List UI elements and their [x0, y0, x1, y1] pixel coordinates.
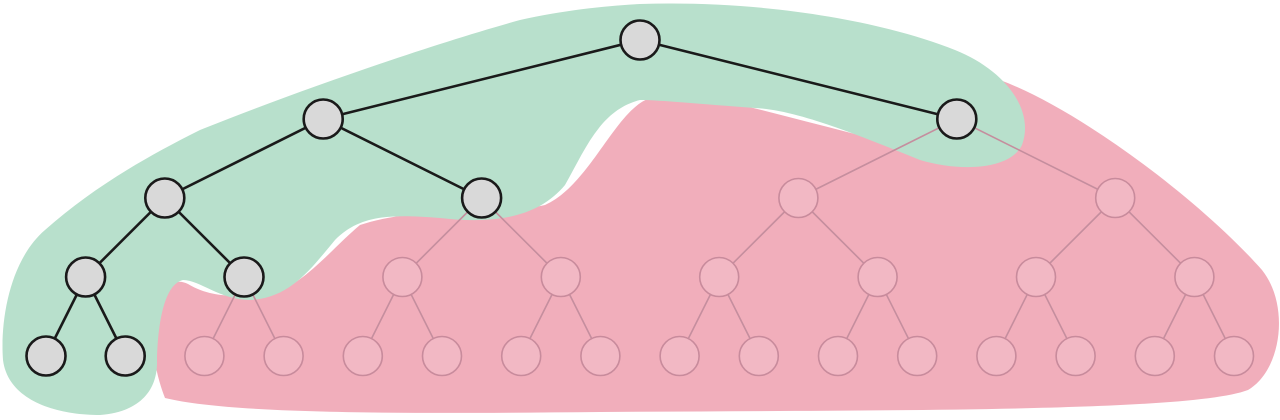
- faded-node-n18: [263, 335, 304, 377]
- faded-node-n26: [896, 335, 938, 377]
- faded-edge-n2-n6: [955, 118, 1116, 199]
- active-edge-n1-n3: [163, 117, 325, 200]
- active-node-n3: [144, 177, 186, 219]
- pink-region: [153, 80, 1279, 413]
- faded-node-n29: [1134, 335, 1176, 377]
- active-node-n1: [302, 98, 345, 140]
- faded-node-n17: [184, 335, 225, 377]
- faded-node-n22: [580, 335, 621, 377]
- active-node-n7: [64, 256, 107, 298]
- faded-node-n30: [1213, 335, 1255, 377]
- active-node-n0: [619, 19, 661, 61]
- active-edge-n0-n2: [638, 38, 959, 121]
- active-edge-n1-n4: [321, 117, 483, 200]
- faded-node-n10: [540, 256, 582, 298]
- faded-node-n25: [817, 335, 859, 377]
- faded-node-n20: [421, 335, 463, 377]
- faded-node-n24: [738, 335, 780, 377]
- faded-node-n13: [1015, 256, 1057, 298]
- faded-node-n21: [500, 335, 542, 377]
- green-region: [2, 3, 1026, 416]
- faded-node-n27: [976, 335, 1017, 377]
- active-node-n8: [223, 256, 265, 298]
- active-edge-n0-n1: [321, 38, 642, 121]
- active-node-n15: [25, 335, 67, 377]
- faded-node-n28: [1055, 335, 1096, 377]
- active-edges-layer: [44, 38, 959, 358]
- faded-node-n14: [1174, 256, 1215, 298]
- active-node-n2: [935, 98, 978, 140]
- faded-node-n23: [659, 335, 700, 377]
- active-node-n4: [460, 177, 503, 219]
- active-nodes-layer: [25, 19, 978, 377]
- active-node-n16: [104, 335, 146, 377]
- faded-node-n5: [778, 177, 819, 219]
- faded-node-n11: [698, 256, 740, 298]
- faded-edge-n2-n5: [797, 118, 958, 199]
- faded-node-n12: [857, 256, 898, 298]
- faded-node-n9: [382, 256, 423, 298]
- faded-node-n6: [1094, 177, 1136, 219]
- faded-node-n19: [342, 335, 384, 377]
- faded-nodes-layer: [184, 177, 1255, 377]
